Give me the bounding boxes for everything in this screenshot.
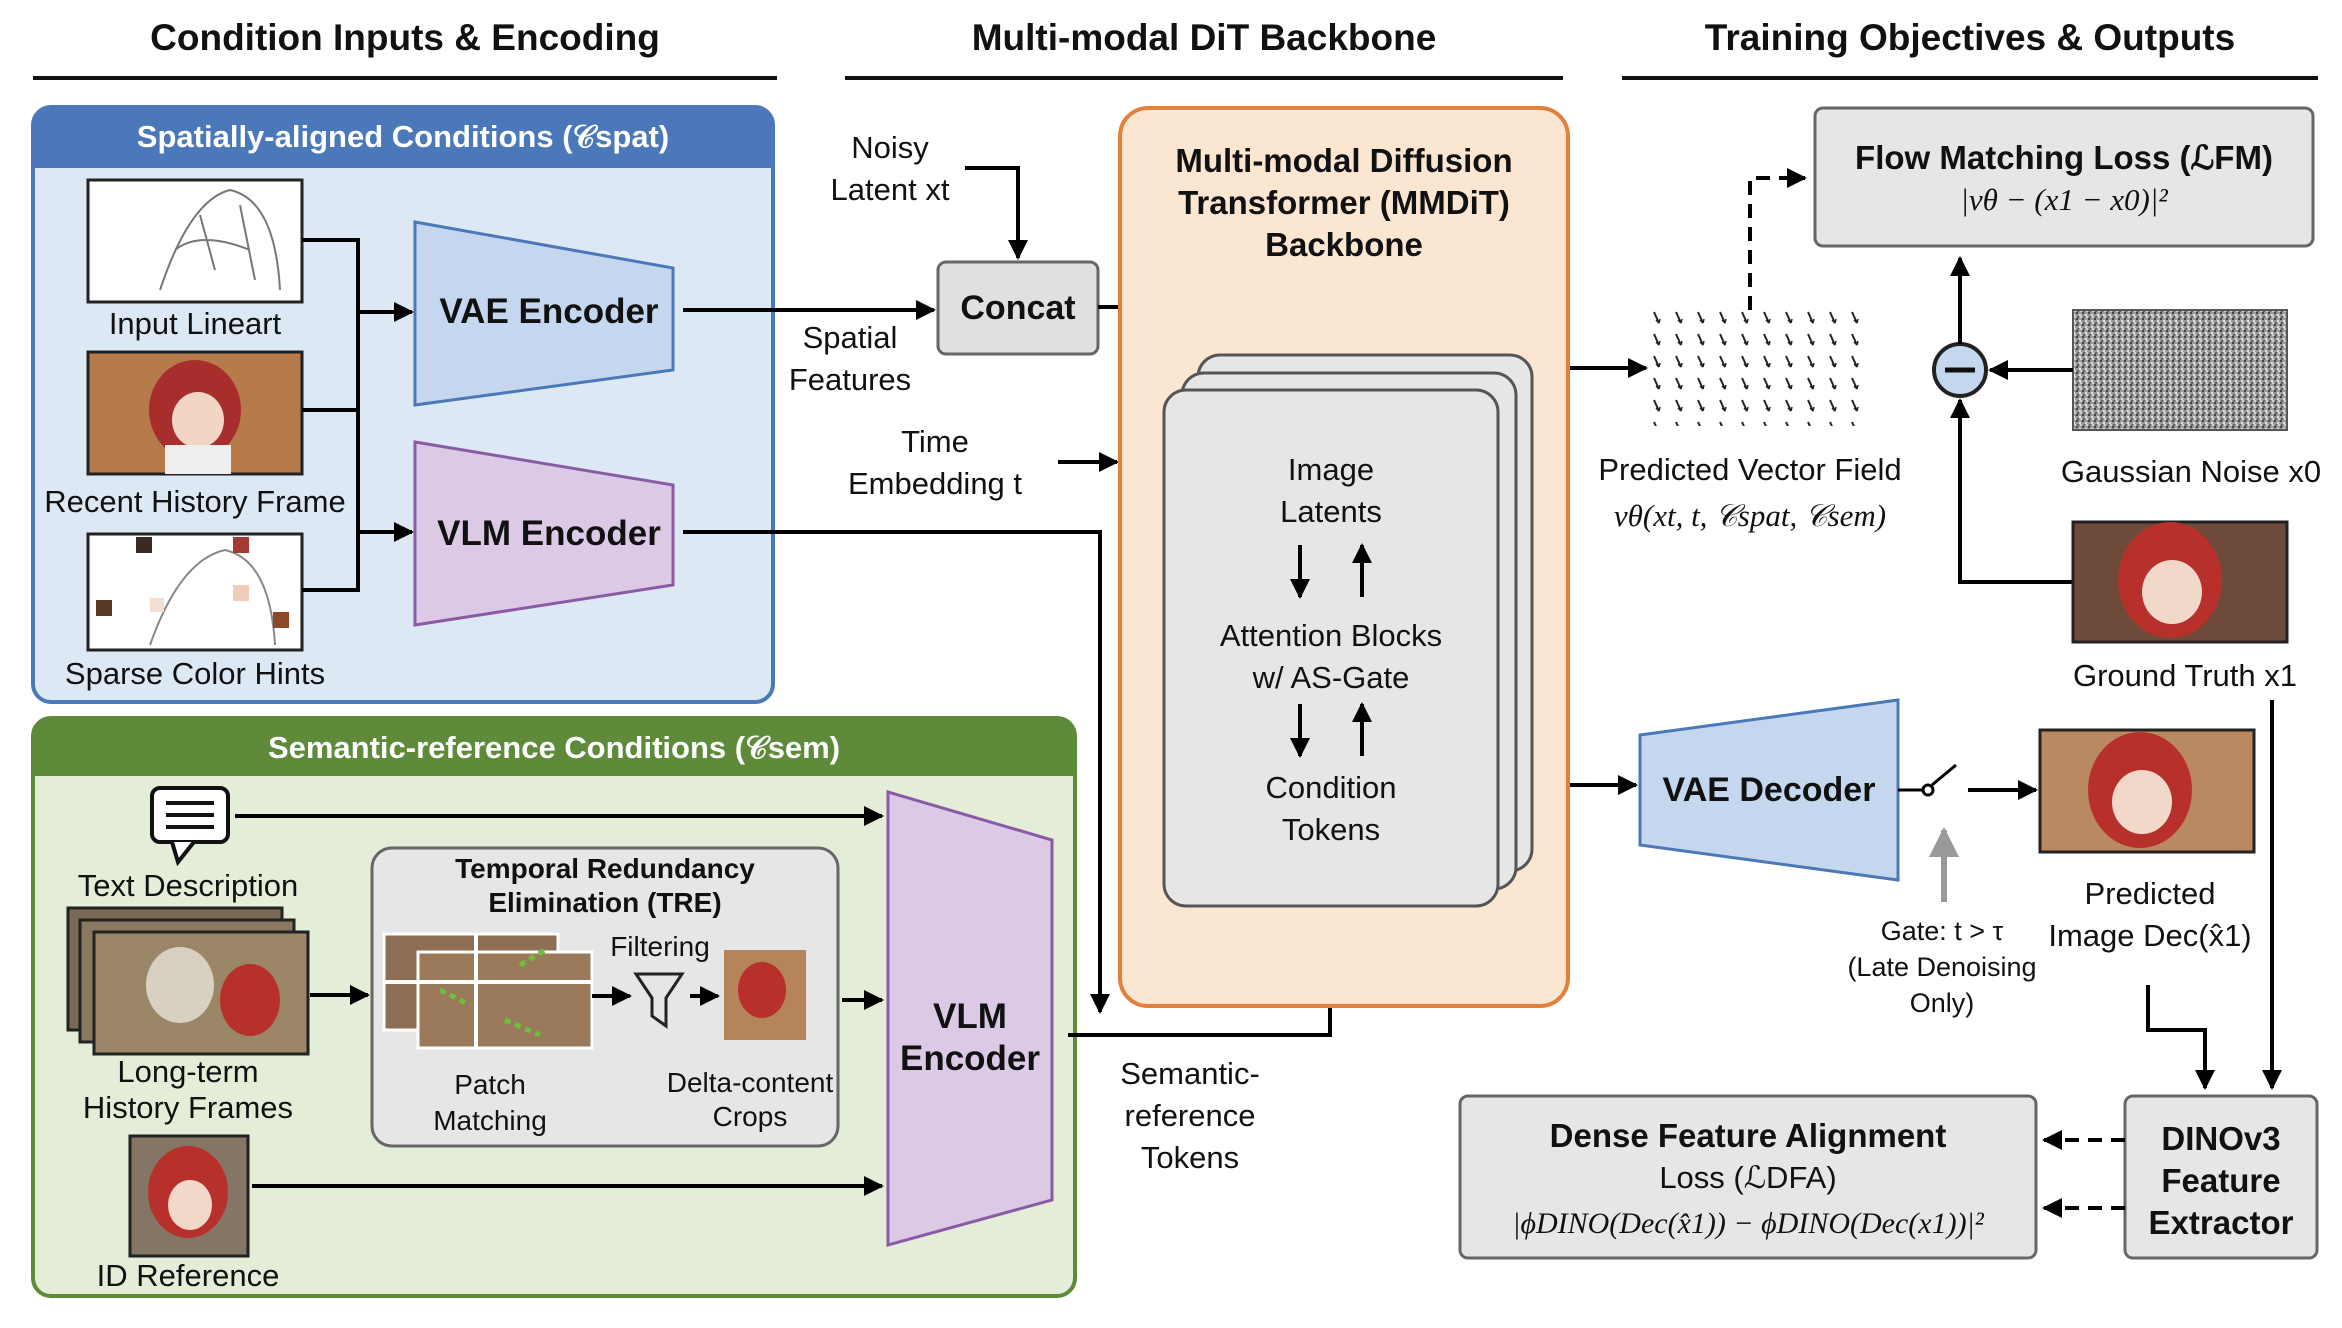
mmdit-backbone bbox=[1118, 106, 1570, 1008]
semantic-vlm-label-2: Encoder bbox=[899, 1039, 1041, 1078]
recent-history-label: Recent History Frame bbox=[44, 484, 346, 519]
attention-blocks-label-1: Attention Blocks bbox=[1219, 618, 1443, 653]
dino-to-dfa-arrows bbox=[2042, 1130, 2125, 1218]
condition-tokens-label-1: Condition bbox=[1265, 770, 1397, 805]
delta-crops-label-1: Delta-content bbox=[666, 1067, 834, 1098]
time-embedding-label-2: Embedding t bbox=[847, 466, 1023, 501]
vlm-encoder-label: VLM Encoder bbox=[437, 514, 661, 553]
recent-history-frame-image bbox=[86, 350, 304, 476]
condition-tokens-label-2: Tokens bbox=[1281, 812, 1381, 847]
vector-field-formula: vθ(xt, t, 𝒞spat, 𝒞sem) bbox=[1613, 498, 1887, 533]
semantic-vlm-encoder-shape bbox=[886, 789, 1054, 1247]
attention-blocks-label-2: w/ AS-Gate bbox=[1252, 660, 1410, 695]
vector-field-graphic bbox=[1650, 310, 1860, 426]
tre-title-2: Elimination (TRE) bbox=[488, 887, 722, 918]
dino-label-2: Feature bbox=[2161, 1162, 2281, 1199]
tre-title-1: Temporal Redundancy bbox=[455, 853, 755, 884]
gaussian-noise-label: Gaussian Noise x0 bbox=[2060, 454, 2322, 489]
filtering-label: Filtering bbox=[610, 931, 710, 962]
ground-truth-label: Ground Truth x1 bbox=[2072, 658, 2297, 693]
semantic-panel-title: Semantic-reference Conditions (𝒞sem) bbox=[267, 730, 841, 765]
text-description-icon bbox=[150, 786, 230, 867]
concat-label: Concat bbox=[960, 289, 1076, 327]
input-lineart-label: Input Lineart bbox=[108, 306, 282, 341]
dfa-loss-box bbox=[1458, 1094, 2038, 1260]
gate-label-1: Gate: t > τ bbox=[1880, 916, 2004, 946]
spatial-panel-title: Spatially-aligned Conditions (𝒞spat) bbox=[136, 119, 670, 154]
text-description-label: Text Description bbox=[77, 868, 299, 903]
sparse-color-hints-label: Sparse Color Hints bbox=[64, 656, 326, 691]
sparse-color-hints-image bbox=[86, 532, 304, 652]
vector-field-to-loss-arrow bbox=[1748, 168, 1807, 310]
semantic-tokens-label-2: reference bbox=[1124, 1098, 1256, 1133]
semantic-vlm-label-1: VLM bbox=[933, 997, 1007, 1036]
header-mid: Multi-modal DiT Backbone bbox=[971, 17, 1437, 58]
history-frames-label-2: History Frames bbox=[82, 1090, 294, 1125]
flow-loss-formula: |vθ − (x1 − x0)|² bbox=[1960, 182, 2168, 217]
dfa-loss-label-2: Loss (ℒDFA) bbox=[1659, 1160, 1837, 1195]
vlm-encoder-shape bbox=[413, 440, 675, 627]
backbone-title-1: Multi-modal Diffusion bbox=[1175, 142, 1513, 179]
long-term-history-frames-image bbox=[66, 906, 310, 1056]
gate-label-3: Only) bbox=[1909, 988, 1975, 1018]
dfa-loss-label-1: Dense Feature Alignment bbox=[1549, 1117, 1947, 1154]
flow-matching-loss-box bbox=[1813, 106, 2315, 248]
dino-label-1: DINOv3 bbox=[2161, 1120, 2281, 1157]
vae-decoder-shape bbox=[1638, 698, 1900, 882]
semantic-tokens-label-3: Tokens bbox=[1140, 1140, 1240, 1175]
spatial-input-connectors bbox=[302, 238, 414, 592]
backbone-title-3: Backbone bbox=[1265, 226, 1423, 263]
vae-encoder-label: VAE Encoder bbox=[439, 292, 659, 331]
predicted-image-label-2: Image Dec(x̂1) bbox=[2048, 918, 2252, 953]
patch-matching-label-2: Matching bbox=[433, 1105, 547, 1136]
tre-box bbox=[370, 846, 840, 1148]
history-frames-label-1: Long-term bbox=[117, 1054, 259, 1089]
header-right: Training Objectives & Outputs bbox=[1704, 17, 2236, 58]
vae-decoder-label: VAE Decoder bbox=[1662, 771, 1876, 809]
flow-loss-label: Flow Matching Loss (ℒFM) bbox=[1855, 139, 2273, 176]
delta-crops-label-2: Crops bbox=[712, 1101, 788, 1132]
vae-encoder-shape bbox=[413, 220, 675, 407]
dino-box bbox=[2123, 1094, 2319, 1260]
time-embedding-label-1: Time bbox=[901, 424, 969, 459]
input-lineart-image bbox=[86, 178, 304, 304]
gaussian-noise-image bbox=[2072, 309, 2288, 431]
predicted-to-dino-arrow bbox=[2146, 985, 2215, 1090]
header-left: Condition Inputs & Encoding bbox=[150, 17, 660, 58]
id-reference-image bbox=[128, 1134, 250, 1258]
noisy-latent-label-1: Noisy bbox=[851, 130, 929, 165]
semantic-tokens-label-1: Semantic- bbox=[1120, 1056, 1260, 1091]
predicted-image bbox=[2038, 728, 2256, 854]
backbone-title-2: Transformer (MMDiT) bbox=[1178, 184, 1510, 221]
id-reference-label: ID Reference bbox=[96, 1258, 280, 1293]
spatial-features-label-1: Spatial bbox=[802, 320, 898, 355]
noisy-latent-label-2: Latent xt bbox=[830, 172, 950, 207]
gate-label-2: (Late Denoising bbox=[1847, 952, 2037, 982]
image-latents-label-2: Latents bbox=[1280, 494, 1382, 529]
dfa-loss-formula: |ϕDINO(Dec(x̂1)) − ϕDINO(Dec(x1))|² bbox=[1512, 1207, 1984, 1240]
vector-field-label: Predicted Vector Field bbox=[1598, 452, 1902, 487]
backbone-inner-arrows bbox=[1290, 358, 1648, 795]
patch-matching-label-1: Patch bbox=[454, 1069, 526, 1100]
gate-switch bbox=[1898, 763, 2038, 800]
loss-connectors bbox=[1950, 256, 2073, 584]
image-latents-label-1: Image bbox=[1287, 452, 1375, 487]
predicted-image-label-1: Predicted bbox=[2084, 876, 2216, 911]
dino-label-3: Extractor bbox=[2148, 1204, 2294, 1241]
spatial-features-label-2: Features bbox=[788, 362, 912, 397]
ground-truth-image bbox=[2071, 520, 2289, 644]
